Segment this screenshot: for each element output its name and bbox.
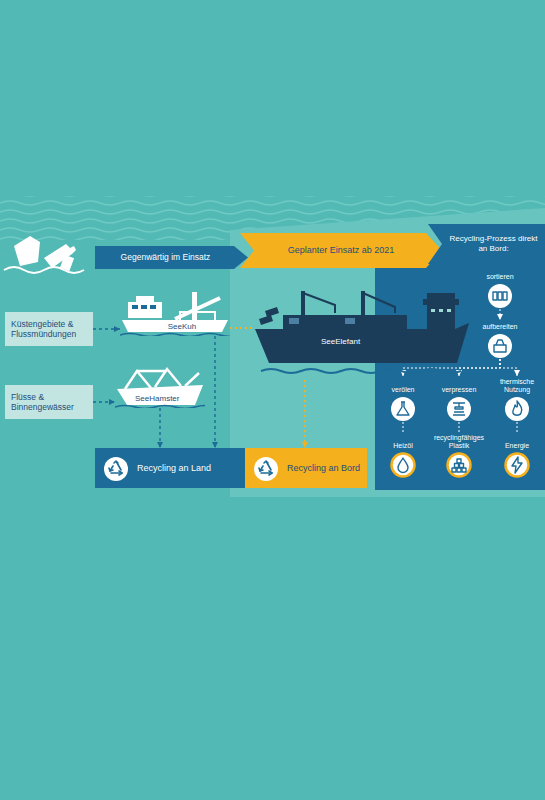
- process-step: verpressen: [429, 376, 489, 422]
- product-step: Heizöl: [378, 432, 428, 478]
- node-text: Geplanter Einsatz ab 2021: [288, 245, 395, 256]
- node-text: Küstengebiete & Flussmündungen: [11, 319, 87, 339]
- flow-connector: [214, 336, 215, 448]
- node-text: aufbereiten: [482, 323, 517, 331]
- step-label: thermische Nutzung: [490, 376, 544, 394]
- node-text: SeeHamster: [135, 394, 179, 404]
- boat-figure: SeeKuh: [120, 290, 230, 336]
- flow-connector: [159, 408, 160, 448]
- stage-banner: Geplanter Einsatz ab 2021: [240, 233, 442, 268]
- area-box: Flüsse & Binnengewässer: [5, 385, 93, 419]
- step-icon: [446, 452, 472, 478]
- product-step: Energie: [490, 432, 544, 478]
- node-text: Gegenwärtig im Einsatz: [121, 252, 211, 262]
- area-box: Küstengebiete & Flussmündungen: [5, 312, 93, 346]
- flow-connector: [500, 309, 501, 320]
- recycle-icon: [103, 456, 129, 482]
- step-icon: [504, 396, 530, 422]
- flow-connector: [93, 328, 120, 329]
- flow-connector: [230, 327, 255, 329]
- ship-figure: SeeElefant: [255, 285, 470, 380]
- step-label: verpressen: [429, 376, 489, 394]
- node-text: SeeKuh: [168, 322, 196, 332]
- flow-connector: [517, 422, 518, 432]
- node-text: Recycling-Prozess direkt an Bord:: [446, 234, 541, 253]
- node-text: Recycling an Bord: [287, 463, 360, 474]
- ship-drawing: [255, 285, 470, 380]
- node-text: thermische Nutzung: [490, 378, 544, 394]
- recycling-box: Recycling an Land: [95, 448, 245, 488]
- node-text: recyclingfähiges Plastik: [429, 434, 489, 450]
- step-label: aufbereiten: [470, 320, 530, 331]
- node-text: Heizöl: [393, 442, 412, 450]
- node-text: sortieren: [486, 273, 513, 281]
- step-label: sortieren: [476, 270, 524, 281]
- step-label: Heizöl: [378, 432, 428, 450]
- process-banner: Recycling-Prozess direkt an Bord:: [428, 224, 545, 264]
- floating-waste: [4, 236, 84, 273]
- planned-region: [230, 208, 545, 497]
- step-icon: [487, 283, 513, 309]
- flow-connector: [403, 422, 404, 432]
- step-icon: [487, 333, 513, 359]
- stage-banner: Gegenwärtig im Einsatz: [95, 246, 248, 269]
- flow-connector: [304, 380, 306, 448]
- flow-connector: [93, 401, 115, 402]
- process-step: aufbereiten: [470, 320, 530, 359]
- step-label: verölen: [378, 376, 428, 394]
- step-label: recyclingfähiges Plastik: [429, 432, 489, 450]
- node-text: verpressen: [442, 386, 477, 394]
- recycle-icon: [253, 456, 279, 482]
- flow-connector: [459, 422, 460, 432]
- step-icon: [446, 396, 472, 422]
- node-text: Energie: [505, 442, 529, 450]
- process-panel: [375, 262, 545, 490]
- recycling-box: Recycling an Bord: [245, 448, 367, 488]
- step-icon: [390, 452, 416, 478]
- step-icon: [504, 452, 530, 478]
- node-text: verölen: [392, 386, 415, 394]
- node-text: Flüsse & Binnengewässer: [11, 392, 87, 412]
- flow-connector: [500, 359, 517, 376]
- step-label: Energie: [490, 432, 544, 450]
- boat-figure: SeeHamster: [115, 365, 205, 408]
- process-step: sortieren: [476, 270, 524, 309]
- node-text: SeeElefant: [321, 337, 470, 347]
- product-step: recyclingfähiges Plastik: [429, 432, 489, 478]
- step-icon: [390, 396, 416, 422]
- process-step: verölen: [378, 376, 428, 422]
- flow-connector: [459, 359, 500, 376]
- node-text: Recycling an Land: [137, 463, 211, 474]
- process-step: thermische Nutzung: [490, 376, 544, 422]
